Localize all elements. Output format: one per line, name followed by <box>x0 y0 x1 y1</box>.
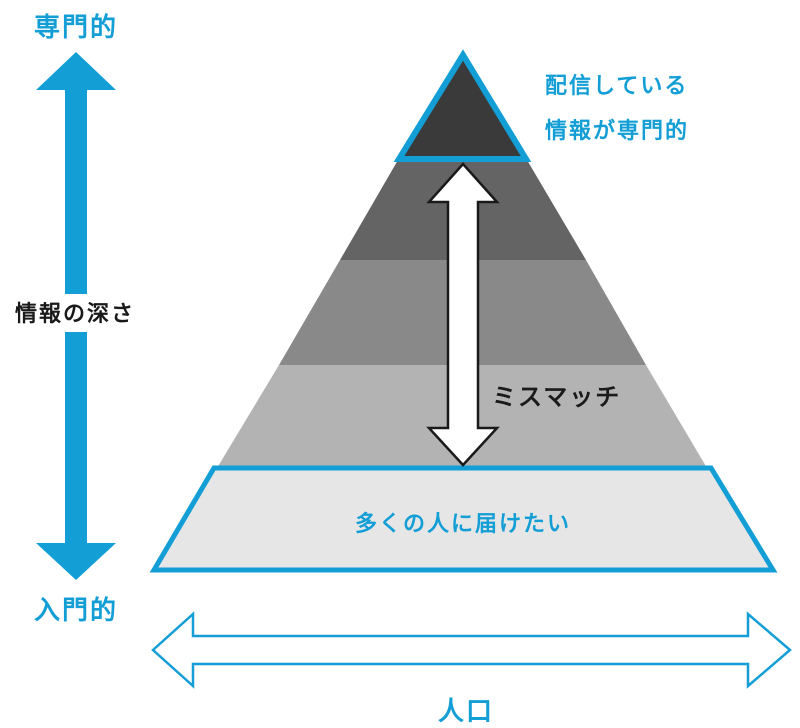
mismatch-arrow <box>426 162 500 467</box>
population-arrow <box>151 611 792 689</box>
population-label: 人口 <box>438 697 494 727</box>
pyramid-top-tier <box>393 49 532 162</box>
depth-label-backdrop <box>0 294 150 332</box>
axis-middle-label: 情報の深さ <box>15 301 135 327</box>
top-tier-label-line2: 情報が専門的 <box>545 118 689 144</box>
pyramid-base-tier <box>149 465 778 573</box>
axis-bottom-label: 入門的 <box>34 595 118 626</box>
mismatch-label: ミスマッチ <box>492 383 621 411</box>
axis-top-label: 専門的 <box>34 12 118 43</box>
top-tier-label-line1: 配信している <box>545 73 688 99</box>
base-tier-label: 多くの人に届けたい <box>355 511 571 537</box>
